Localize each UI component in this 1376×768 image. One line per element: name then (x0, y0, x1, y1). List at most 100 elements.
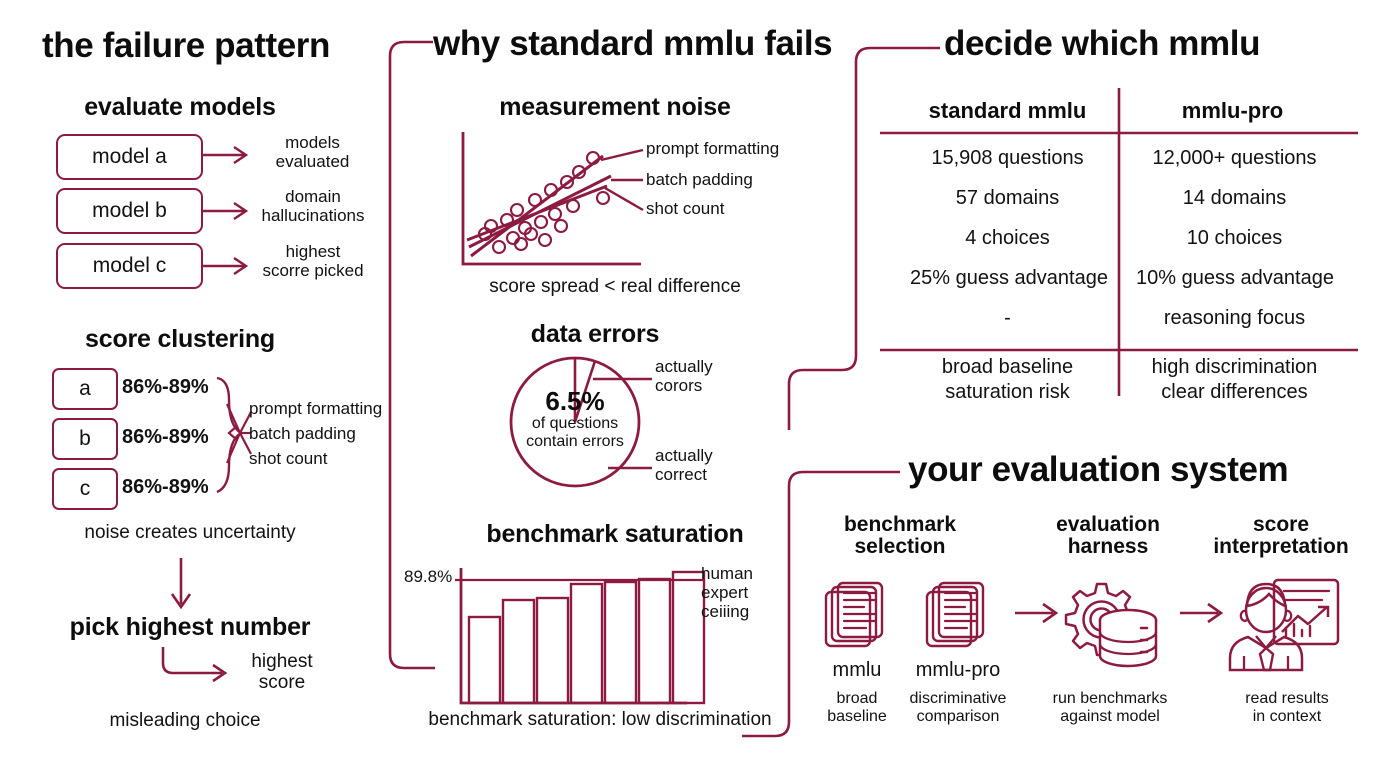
arrow-model-a-icon (202, 146, 249, 164)
pie-center-line2: of questions (531, 415, 619, 433)
arrow-highest-score-icon (161, 647, 228, 683)
table-row: 57 domains (955, 187, 1060, 209)
panel-title-decide-which-mmlu: decide which mmlu (944, 24, 1261, 63)
arrow-right-stage1-icon (1015, 602, 1059, 624)
stage2-desc-line1: run benchmarks (1052, 690, 1168, 707)
scatter-legend-2: shot count (646, 199, 725, 218)
cluster-range-c: 86%-89% (122, 476, 209, 498)
cluster-range-b: 86%-89% (122, 426, 209, 448)
model-box-c-label: model c (92, 254, 167, 277)
cluster-range-a: 86%-89% (122, 376, 209, 398)
table-footer-standard-line2: saturation risk (945, 381, 1070, 403)
section-title-score-clustering: score clustering (85, 325, 275, 353)
arrow-model-b-icon (202, 202, 249, 220)
icon-desc-mmlu: broad baseline (812, 690, 902, 726)
table-col-header-standard: standard mmlu (928, 98, 1087, 123)
highest-score-line2: score (258, 671, 306, 693)
bar-7 (671, 570, 706, 705)
analyst-chart-icon (1228, 578, 1340, 672)
bar-2 (501, 598, 536, 705)
bar-1 (467, 615, 502, 705)
icon-desc-mmlu-pro-line1: discriminative (909, 690, 1007, 707)
highest-score-line1: highest (251, 651, 313, 672)
pie-center-label: 6.5% of questions contain errors (508, 386, 642, 451)
model-a-outcome-line2: evaluated (275, 151, 350, 171)
model-box-b[interactable]: model b (56, 188, 203, 234)
cluster-box-b[interactable]: b (52, 418, 118, 460)
panel-title-why-fails: why standard mmlu fails (433, 24, 833, 63)
scatter-axes (461, 132, 641, 266)
stage3-heading-line2: interpretation (1213, 535, 1349, 559)
icon-desc-mmlu-pro-line2: comparison (916, 707, 1000, 725)
stage-desc-evaluation-harness: run benchmarks against model (1030, 690, 1190, 726)
pie-label-bottom: actually correct (655, 446, 713, 484)
section-title-data-errors: data errors (530, 320, 660, 348)
document-stack-icon (925, 581, 985, 648)
table-row: 15,908 questions (931, 147, 1084, 169)
pie-label-top-line1: actually (655, 357, 713, 376)
pick-highest-caption: misleading choice (109, 710, 261, 731)
scatter-chart-measurement-noise (461, 132, 644, 266)
cluster-box-c-label: c (79, 477, 91, 500)
table-row: 14 domains (1182, 187, 1287, 209)
panel-title-evaluation-system: your evaluation system (908, 450, 1289, 489)
stage3-desc-line1: read results (1245, 690, 1329, 707)
stage1-heading-line2: selection (854, 535, 946, 559)
icon-desc-mmlu-pro: discriminative comparison (898, 690, 1018, 726)
table-footer-standard: broad baseline saturation risk (895, 355, 1120, 405)
cluster-box-c[interactable]: c (52, 468, 118, 510)
cause-label-2: shot count (249, 449, 328, 468)
cluster-box-a[interactable]: a (52, 368, 118, 410)
panel-title-failure-pattern: the failure pattern (42, 26, 331, 65)
bar-3 (535, 596, 570, 705)
cause-label-1: batch padding (249, 424, 356, 443)
highest-score-callout: highest score (236, 651, 328, 693)
table-footer-standard-line1: broad baseline (941, 356, 1074, 378)
stage-heading-score-interpretation: score interpretation (1196, 513, 1366, 559)
stage3-heading-line1: score (1252, 513, 1310, 536)
scatter-legend-0: prompt formatting (646, 139, 780, 158)
stage-heading-benchmark-selection: benchmark selection (805, 513, 995, 559)
section-title-measurement-noise: measurement noise (499, 93, 731, 121)
model-b-outcome-line1: domain (285, 187, 341, 206)
table-footer-pro-line1: high discrimination (1151, 356, 1318, 378)
connector-evaluation-system (742, 470, 900, 738)
pie-label-bottom-line1: actually (655, 446, 713, 465)
model-a-outcome: models evaluated (255, 133, 370, 171)
model-c-outcome-line1: highest (285, 242, 341, 261)
stage-heading-evaluation-harness: evaluation harness (1020, 513, 1196, 559)
table-row: 12,000+ questions (1152, 147, 1317, 169)
model-box-b-label: model b (92, 199, 167, 222)
bar-6 (637, 577, 672, 705)
model-b-outcome-line2: hallucinations (261, 205, 365, 225)
icon-desc-mmlu-line1: broad (836, 690, 878, 707)
ceiling-note-line3: ceiiing (701, 602, 750, 622)
pie-label-bottom-line2: correct (655, 464, 707, 484)
gear-database-icon (1064, 582, 1158, 668)
document-stack-icon (824, 581, 884, 648)
arrow-model-c-icon (202, 257, 249, 275)
ceiling-note-line1: human (701, 564, 753, 583)
measurement-noise-caption: score spread < real difference (489, 276, 741, 297)
model-a-outcome-line1: models (285, 133, 340, 152)
saturation-ceiling-value: 89.8% (404, 567, 453, 586)
table-col-header-pro: mmlu-pro (1181, 98, 1284, 123)
table-row: - (1004, 307, 1011, 329)
stage3-desc-line2: in context (1252, 707, 1322, 725)
icon-label-mmlu: mmlu (832, 659, 882, 681)
model-box-c[interactable]: model c (56, 243, 203, 289)
icon-desc-mmlu-line2: baseline (827, 707, 887, 725)
model-box-a[interactable]: model a (56, 134, 203, 180)
pie-center-value: 6.5% (545, 386, 605, 416)
cause-brace-icon (216, 376, 252, 494)
stage2-heading-line2: harness (1067, 535, 1149, 559)
table-row: 10% guess advantage (1136, 267, 1334, 289)
section-title-pick-highest: pick highest number (69, 613, 311, 641)
table-row: 10 choices (1186, 227, 1283, 249)
table-footer-pro-line2: clear differences (1161, 381, 1308, 403)
connector-failure-to-why (388, 40, 435, 670)
connector-decide (787, 46, 940, 430)
ceiling-note-line2: expert (701, 583, 749, 603)
